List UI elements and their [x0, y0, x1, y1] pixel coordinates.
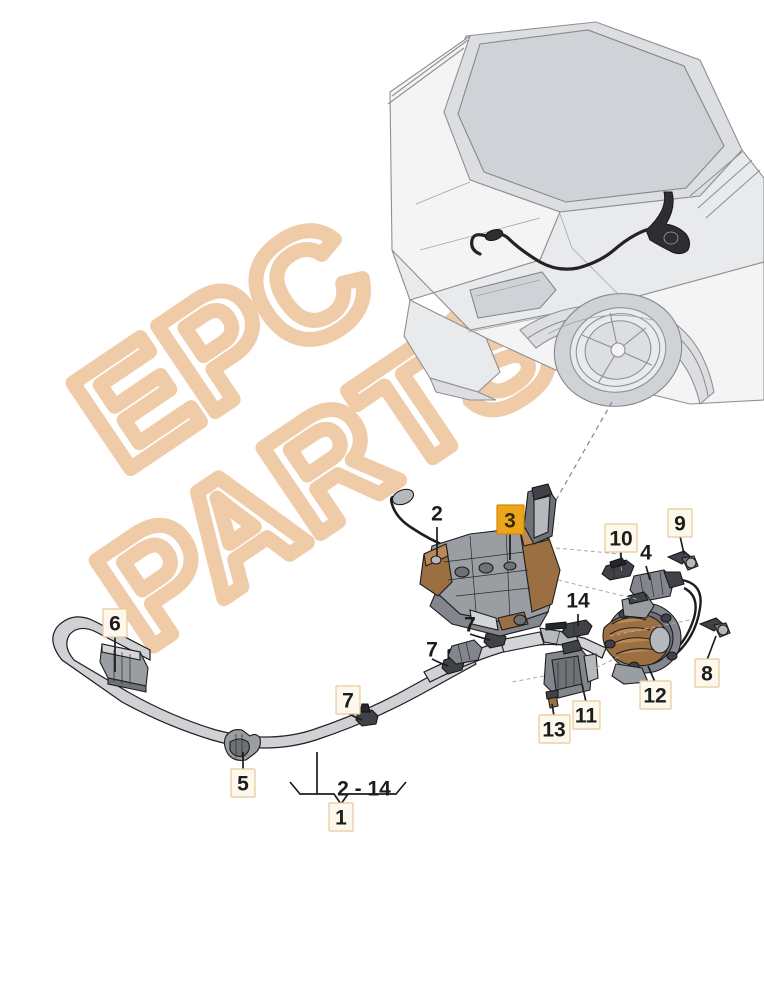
callout-6[interactable]: 6 [102, 608, 128, 638]
vehicle-body [387, 21, 764, 407]
part-10-cable-bracket [601, 557, 635, 581]
callout-14[interactable]: 14 [566, 590, 590, 613]
callout-11-text: 11 [575, 705, 598, 728]
callout-10[interactable]: 10 [604, 523, 638, 553]
detail-leader-line [555, 401, 613, 501]
callout-13-text: 13 [542, 719, 565, 742]
callout-7-c-text: 7 [464, 614, 476, 637]
callout-9[interactable]: 9 [667, 508, 693, 538]
part-7-clip-a [355, 703, 379, 727]
assembly-relation-lines [511, 547, 691, 683]
callout-14-text: 14 [566, 590, 590, 613]
callout-8-text: 8 [701, 663, 713, 686]
callout-7-a-text: 7 [342, 690, 354, 713]
callout-12-text: 12 [643, 685, 666, 708]
callout-5-text: 5 [237, 773, 249, 796]
callout-4[interactable]: 4 [640, 542, 652, 565]
callout-3-selected[interactable]: 3 [496, 504, 525, 535]
callout-3-text: 3 [504, 510, 516, 533]
callout-7-c[interactable]: 7 [464, 614, 476, 637]
callout-5[interactable]: 5 [230, 768, 256, 798]
callout-4-text: 4 [640, 542, 652, 565]
callout-10-text: 10 [609, 528, 632, 551]
callout-1[interactable]: 1 [328, 802, 354, 832]
part-13-bolt [545, 689, 559, 709]
callout-11[interactable]: 11 [572, 700, 601, 730]
part-9-bolt [666, 550, 699, 571]
part-8-bolt [698, 617, 731, 638]
part-12-wheel-hub [602, 591, 682, 685]
callout-1-text: 1 [335, 807, 347, 830]
callout-6-text: 6 [109, 613, 121, 636]
part-5-clip [223, 729, 261, 761]
part-14-guide-clip [545, 619, 593, 639]
part-11-actuator [543, 639, 599, 699]
part-inline-sensor [447, 639, 483, 665]
callout-leaders [114, 527, 717, 770]
callout-8[interactable]: 8 [694, 658, 720, 688]
callout-range-label: 2 - 14 [337, 778, 391, 801]
part-6-connector [99, 643, 149, 693]
callout-7-b-text: 7 [426, 639, 438, 662]
callout-7-b[interactable]: 7 [426, 639, 438, 662]
callout-7-a[interactable]: 7 [335, 685, 361, 715]
callout-13[interactable]: 13 [538, 714, 571, 744]
callout-12[interactable]: 12 [639, 680, 672, 710]
callout-2[interactable]: 2 [431, 503, 443, 526]
callout-9-text: 9 [674, 513, 686, 536]
callout-2-text: 2 [431, 503, 443, 526]
